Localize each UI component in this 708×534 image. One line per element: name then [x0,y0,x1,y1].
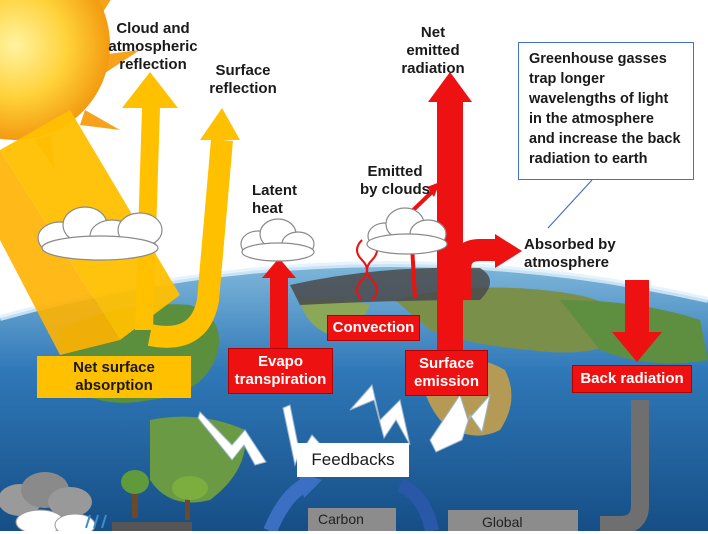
emitted-by-clouds-label: Emitted by clouds [359,163,430,198]
cloud-icon [366,207,448,255]
greenhouse-callout: Greenhouse gasses trap longer wavelength… [518,42,694,180]
absorbed-branch-arrow [449,234,522,300]
rain-cloud-icon [0,472,107,531]
cloud-reflection-arrow [122,72,178,330]
carbon-box: Carbon [308,508,396,531]
tree-icon [112,470,208,531]
feedback-cycle-arrows [263,472,439,531]
latent-heat-label: Latent heat [252,182,297,217]
cloud-icon [37,206,163,261]
net-emitted-label: Net emitted radiation [401,24,465,77]
surface-reflection-label: Surface reflection [209,62,277,97]
global-box: Global [448,510,578,531]
convection-box: Convection [327,315,420,341]
evapo-transpiration-box: Evapo transpiration [228,348,333,394]
cloud-reflection-label: Cloud and atmospheric reflection [108,20,198,73]
global-feedback-arrow [600,400,649,531]
feedbacks-label: Feedbacks [297,443,409,477]
latent-heat-arrow [262,258,296,350]
cloud-icon [240,218,315,262]
surface-emission-box: Surface emission [405,350,488,396]
net-surface-absorption-box: Net surface absorption [37,356,191,398]
surface-reflection-arrow [147,108,240,348]
back-radiation-arrow [612,280,662,362]
back-radiation-box: Back radiation [572,365,692,393]
callout-pointer [547,179,593,229]
absorbed-by-atmosphere-label: Absorbed by atmosphere [524,236,616,271]
